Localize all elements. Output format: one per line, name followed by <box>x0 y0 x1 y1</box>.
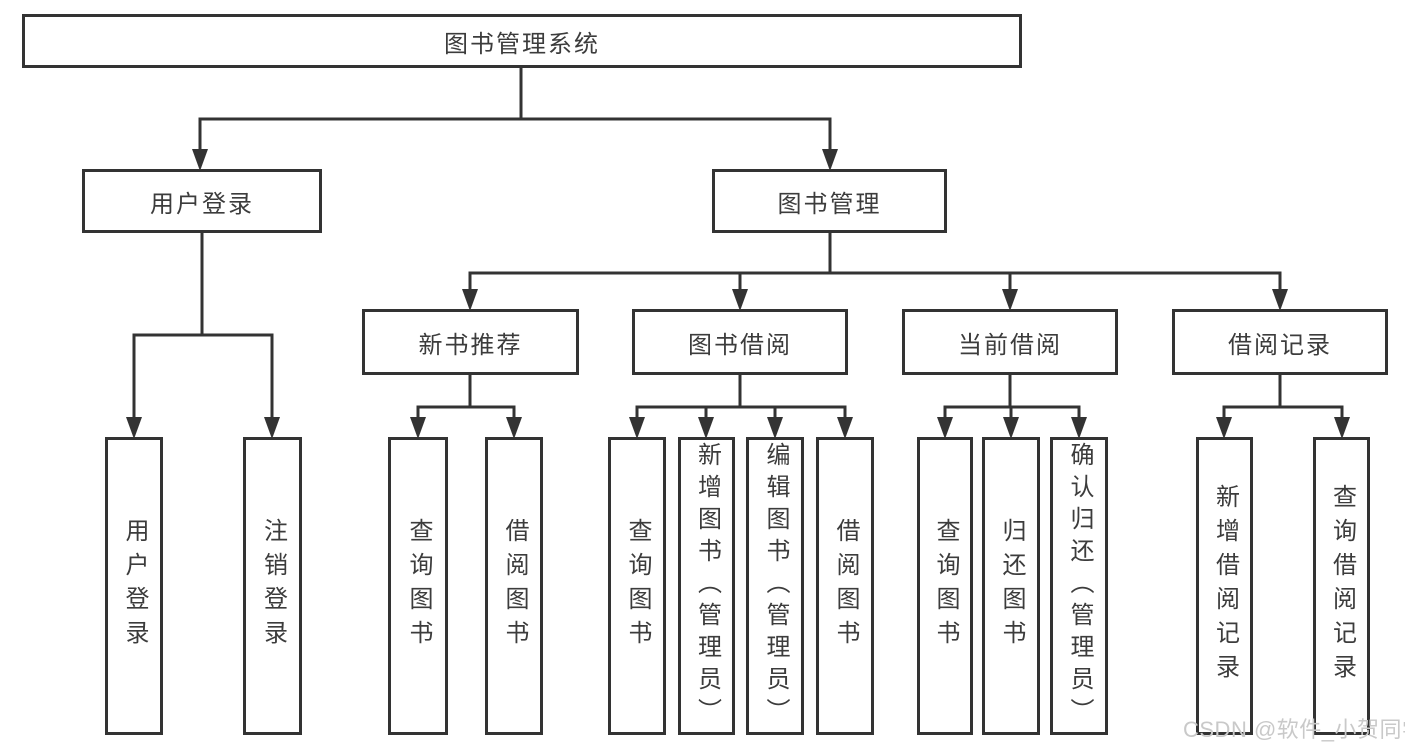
node-user-login-branch: 用户登录 <box>82 169 322 233</box>
node-current-borrow-label: 当前借阅 <box>958 331 1062 359</box>
leaf-cb-confirm-return-admin: 确认归还（管理员） <box>1050 437 1108 735</box>
node-book-borrow: 图书借阅 <box>632 309 848 375</box>
leaf-cb-return-books: 归还图书 <box>982 437 1040 735</box>
node-borrow-record-label: 借阅记录 <box>1228 331 1332 359</box>
node-book-borrow-label: 图书借阅 <box>688 331 792 359</box>
leaf-rec-query-books-label: 查询图书 <box>405 518 432 654</box>
leaf-br-add-record: 新增借阅记录 <box>1196 437 1253 735</box>
leaf-br-query-record: 查询借阅记录 <box>1313 437 1370 735</box>
leaf-bb-add-books-admin: 新增图书（管理员） <box>678 437 735 735</box>
leaf-rec-borrow-books: 借阅图书 <box>485 437 543 735</box>
node-root-system-label: 图书管理系统 <box>444 30 600 58</box>
leaf-br-add-record-label: 新增借阅记录 <box>1211 484 1239 688</box>
leaf-user-login-label: 用户登录 <box>121 518 148 654</box>
leaf-rec-borrow-books-label: 借阅图书 <box>501 518 528 654</box>
node-new-book-rec: 新书推荐 <box>362 309 579 375</box>
leaf-cb-confirm-return-admin-label: 确认归还（管理员） <box>1066 442 1093 730</box>
leaf-cb-return-books-label: 归还图书 <box>998 518 1025 654</box>
leaf-bb-borrow-books-label: 借阅图书 <box>832 518 859 654</box>
leaf-logout-login-label: 注销登录 <box>259 518 287 654</box>
node-borrow-record: 借阅记录 <box>1172 309 1388 375</box>
node-book-mgmt-branch: 图书管理 <box>712 169 947 233</box>
leaf-br-query-record-label: 查询借阅记录 <box>1328 484 1356 688</box>
leaf-cb-query-books-label: 查询图书 <box>932 518 959 654</box>
leaf-cb-query-books: 查询图书 <box>917 437 973 735</box>
csdn-watermark: CSDN @软件_小贺同学 <box>1183 717 1405 742</box>
node-root-system: 图书管理系统 <box>22 14 1022 68</box>
leaf-bb-borrow-books: 借阅图书 <box>816 437 874 735</box>
leaf-rec-query-books: 查询图书 <box>388 437 448 735</box>
leaf-logout-login: 注销登录 <box>243 437 302 735</box>
leaf-bb-edit-books-admin-label: 编辑图书（管理员） <box>762 442 789 730</box>
node-new-book-rec-label: 新书推荐 <box>418 331 523 359</box>
arrowheads <box>126 149 1350 439</box>
node-user-login-branch-label: 用户登录 <box>150 190 254 218</box>
leaf-user-login: 用户登录 <box>105 437 163 735</box>
leaf-bb-add-books-admin-label: 新增图书（管理员） <box>693 442 721 730</box>
leaf-bb-edit-books-admin: 编辑图书（管理员） <box>746 437 804 735</box>
node-book-mgmt-branch-label: 图书管理 <box>777 190 882 218</box>
leaf-bb-query-books-label: 查询图书 <box>624 518 651 654</box>
leaf-bb-query-books: 查询图书 <box>608 437 666 735</box>
node-current-borrow: 当前借阅 <box>902 309 1118 375</box>
